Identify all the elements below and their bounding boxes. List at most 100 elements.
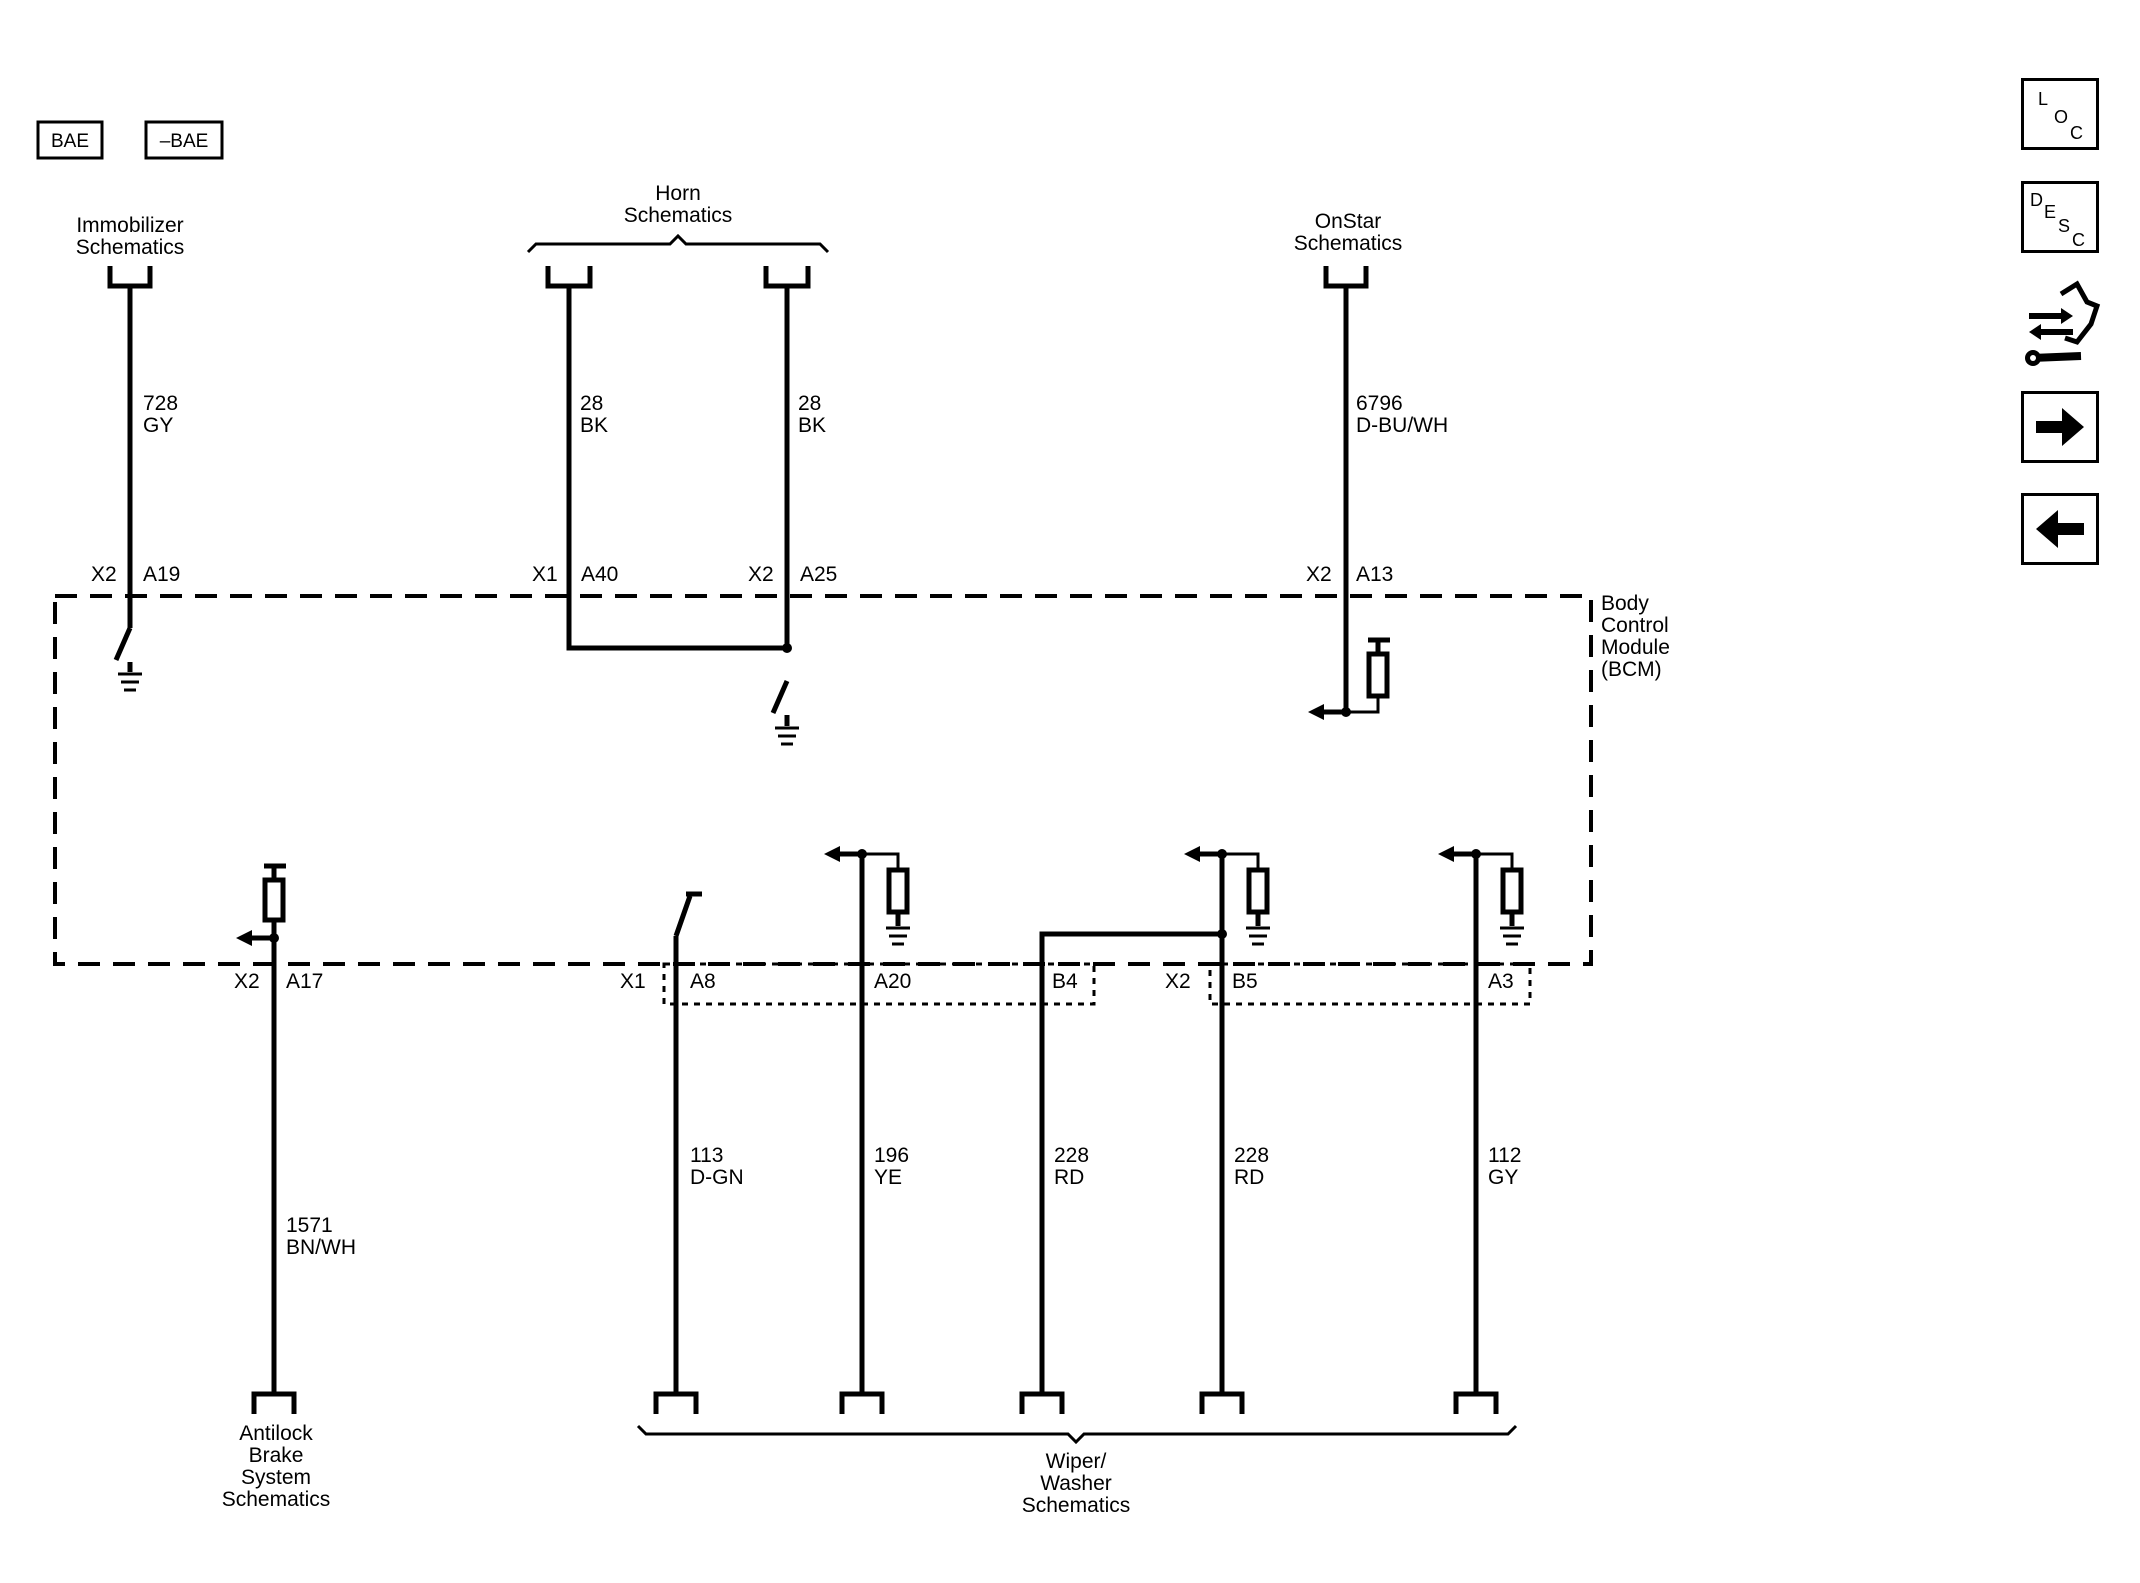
splice-dot [1217, 929, 1227, 939]
svg-text:D-BU/WH: D-BU/WH [1356, 414, 1448, 437]
wiper-connector-5 [1453, 1391, 1499, 1414]
svg-text:RD: RD [1234, 1166, 1264, 1189]
circuit-label-113: 113 D-GN [690, 1144, 744, 1189]
svg-text:BAE: BAE [51, 131, 89, 152]
connector-x2-outline [1208, 962, 1532, 1006]
svg-text:YE: YE [874, 1166, 902, 1189]
wiper-washer-schematics-link[interactable]: Wiper/ Washer Schematics [1022, 1450, 1131, 1517]
svg-text:D-GN: D-GN [690, 1166, 744, 1189]
svg-text:113: 113 [690, 1144, 723, 1167]
svg-text:B5: B5 [1232, 970, 1258, 993]
immobilizer-connector [107, 266, 153, 289]
circuit-label-28-b: 28 BK [798, 392, 826, 437]
svg-text:28: 28 [798, 392, 821, 415]
horn-connector-2 [763, 266, 811, 289]
svg-text:Antilock: Antilock [239, 1422, 313, 1445]
svg-text:A17: A17 [286, 970, 323, 993]
bae-tag[interactable]: BAE [36, 120, 104, 160]
left-arrow-icon [824, 846, 840, 862]
svg-text:Brake: Brake [249, 1444, 304, 1467]
svg-text:Horn: Horn [655, 182, 701, 205]
svg-text:X2: X2 [1165, 970, 1191, 993]
svg-text:Schematics: Schematics [624, 204, 733, 227]
svg-text:6796: 6796 [1356, 392, 1403, 415]
pin-label-x2-b5: X2 B5 [1165, 970, 1258, 993]
svg-text:X1: X1 [620, 970, 646, 993]
svg-text:System: System [241, 1466, 311, 1489]
immobilizer-schematics-link[interactable]: Immobilizer Schematics [76, 214, 185, 259]
circuit-label-228-b: 228 RD [1234, 1144, 1269, 1189]
ground-icon [886, 926, 910, 946]
pin-label-x2-a17: X2 A17 [234, 970, 323, 993]
circuit-label-112: 112 GY [1488, 1144, 1521, 1189]
svg-text:228: 228 [1054, 1144, 1089, 1167]
svg-text:X1: X1 [532, 563, 558, 586]
svg-text:Module: Module [1601, 636, 1670, 659]
pin-label-x1-a8: X1 A8 [620, 970, 716, 993]
pin-label-b4: B4 [1052, 970, 1078, 993]
minus-bae-tag[interactable]: –BAE [144, 120, 224, 160]
connector-views-button[interactable] [2021, 276, 2101, 372]
left-arrow-icon [236, 930, 252, 946]
svg-text:A19: A19 [143, 563, 180, 586]
svg-text:Schematics: Schematics [1294, 232, 1403, 255]
abs-schematics-link[interactable]: Antilock Brake System Schematics [222, 1422, 331, 1511]
svg-text:Immobilizer: Immobilizer [76, 214, 183, 237]
ground-icon [118, 672, 142, 692]
svg-text:A25: A25 [800, 563, 837, 586]
svg-text:Schematics: Schematics [76, 236, 185, 259]
wiper-connector-2 [839, 1391, 885, 1414]
pulldown-resistor [1500, 867, 1524, 915]
horn-switch [770, 679, 790, 726]
circuit-label-728: 728 GY [143, 392, 178, 437]
arrow-right-icon [2036, 408, 2084, 446]
pulldown-wire [1476, 852, 1514, 870]
svg-text:A8: A8 [690, 970, 716, 993]
left-arrow-icon [1184, 846, 1200, 862]
horn-schematics-link[interactable]: Horn Schematics [624, 182, 733, 227]
description-button[interactable]: D E S C [2021, 181, 2099, 253]
back-button[interactable] [2021, 493, 2099, 565]
pulldown-wire [1222, 852, 1260, 870]
svg-text:28: 28 [580, 392, 603, 415]
horn-junction-wire [566, 645, 787, 651]
svg-text:GY: GY [1488, 1166, 1518, 1189]
arrow-left-icon [2036, 510, 2084, 548]
svg-text:Schematics: Schematics [1022, 1494, 1131, 1517]
svg-text:X2: X2 [234, 970, 260, 993]
svg-text:Body: Body [1601, 592, 1649, 615]
svg-text:OnStar: OnStar [1315, 210, 1382, 233]
svg-text:Schematics: Schematics [222, 1488, 331, 1511]
pulldown-wire [862, 852, 900, 870]
circuit-label-6796: 6796 D-BU/WH [1356, 392, 1448, 437]
pin-label-x2-a25: X2 A25 [748, 563, 837, 586]
splice-dot [782, 643, 792, 653]
desc-letter-4: C [2072, 230, 2085, 250]
connector-x1-outline [662, 962, 1096, 1006]
horn-connector-1 [545, 266, 593, 289]
immobilizer-switch [113, 626, 133, 672]
svg-text:228: 228 [1234, 1144, 1269, 1167]
next-button[interactable] [2021, 391, 2099, 463]
pullup-resistor [1366, 651, 1390, 699]
svg-text:1571: 1571 [286, 1214, 333, 1237]
wire-228-a[interactable] [1039, 931, 1222, 1394]
svg-text:BK: BK [798, 414, 826, 437]
desc-letter-3: S [2058, 216, 2071, 236]
svg-text:Wiper/: Wiper/ [1046, 1450, 1107, 1473]
wiper-connector-1 [653, 1391, 699, 1414]
loc-letter-1: L [2038, 89, 2049, 109]
abs-connector [251, 1391, 297, 1414]
location-button[interactable]: L O C [2021, 78, 2099, 150]
svg-text:Control: Control [1601, 614, 1669, 637]
svg-text:728: 728 [143, 392, 178, 415]
bcm-module-label[interactable]: Body Control Module (BCM) [1601, 592, 1670, 681]
desc-letter-2: E [2044, 202, 2057, 222]
circuit-label-228-a: 228 RD [1054, 1144, 1089, 1189]
left-arrow-icon [1438, 846, 1454, 862]
onstar-schematics-link[interactable]: OnStar Schematics [1294, 210, 1403, 255]
circuit-label-28-a: 28 BK [580, 392, 608, 437]
pin-label-x2-a19: X2 A19 [91, 563, 180, 586]
wiper-group-brace [636, 1424, 1518, 1445]
